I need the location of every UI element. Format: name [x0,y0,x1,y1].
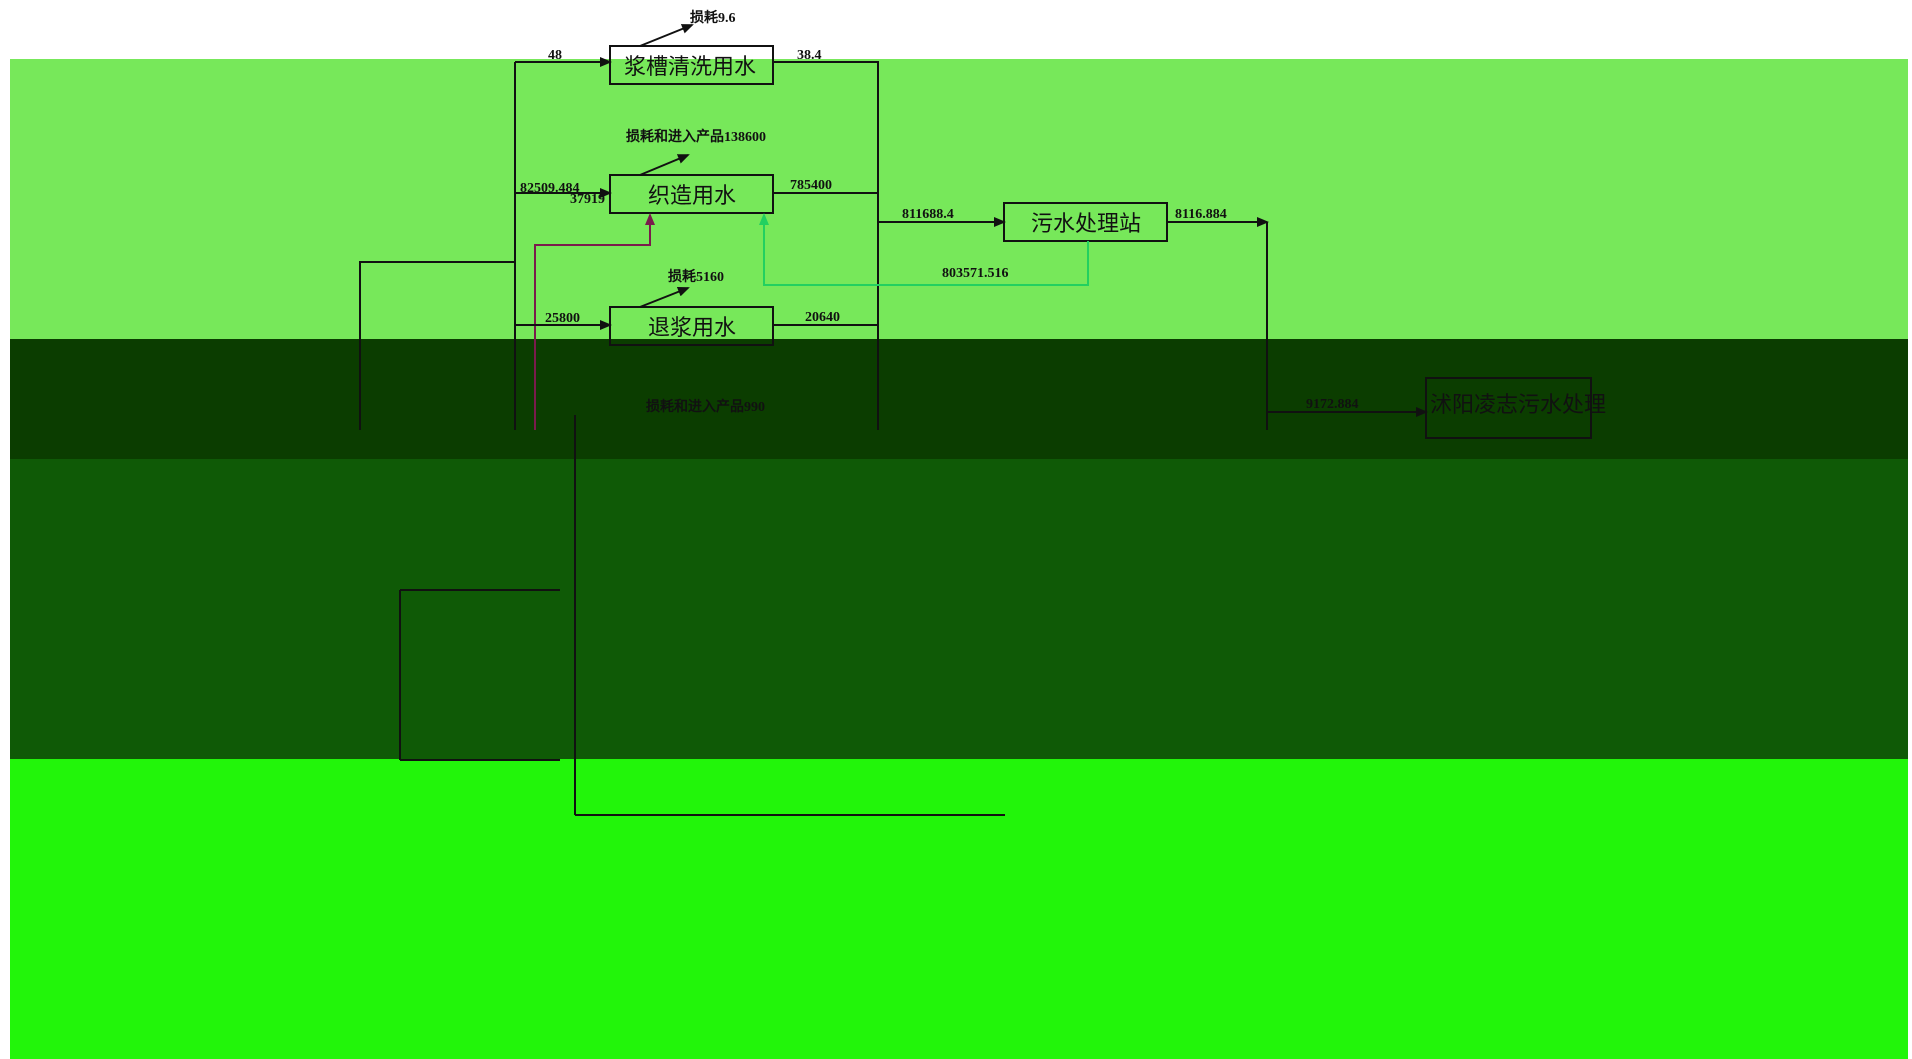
weaving-loss-label: 损耗和进入产品138600 [626,128,766,145]
slurry-tank-wash-box [609,45,774,85]
slurry-tank-wash-label: 浆槽清洗用水 [624,54,756,79]
bright-green-band [10,759,1908,1059]
extra-to-weaving-value: 37919 [570,192,605,207]
weaving-label: 织造用水 [648,183,736,208]
lower-loss-label: 损耗和进入产品990 [646,398,765,415]
to-sewage-station-value: 811688.4 [902,207,954,222]
slurry-tank-loss-label: 损耗9.6 [690,9,736,26]
main-trunk-line [359,261,515,430]
recycle-arrow [759,213,1089,286]
extra-to-weaving-arrow [534,213,655,430]
shuyang-plant-box [1425,377,1592,439]
desizing-loss-arrow [639,287,690,308]
to-slurry-tank-value: 48 [548,48,562,63]
mid-green-band [10,459,1908,759]
to-shuyang-value: 9172.884 [1306,397,1359,412]
desizing-label: 退浆用水 [648,315,736,340]
slurry-tank-out-value: 38.4 [797,48,822,63]
recycled-to-weaving-value: 803571.516 [942,266,1009,281]
to-desizing-value: 25800 [545,311,580,326]
shuyang-plant-label: 沭阳凌志污水处理 [1430,392,1606,417]
weaving-out-value: 785400 [790,178,832,193]
to-weaving-value: 82509.484 [520,181,580,196]
slurry-tank-loss-arrow [639,24,694,47]
light-green-band [10,59,1908,339]
slurry-tank-out-line [773,61,879,430]
sewage-station-out-value: 8116.884 [1175,207,1227,222]
weaving-loss-arrow [639,154,690,176]
sewage-station-label: 污水处理站 [1031,211,1141,236]
desizing-loss-label: 损耗5160 [668,268,724,285]
desizing-out-value: 20640 [805,310,840,325]
